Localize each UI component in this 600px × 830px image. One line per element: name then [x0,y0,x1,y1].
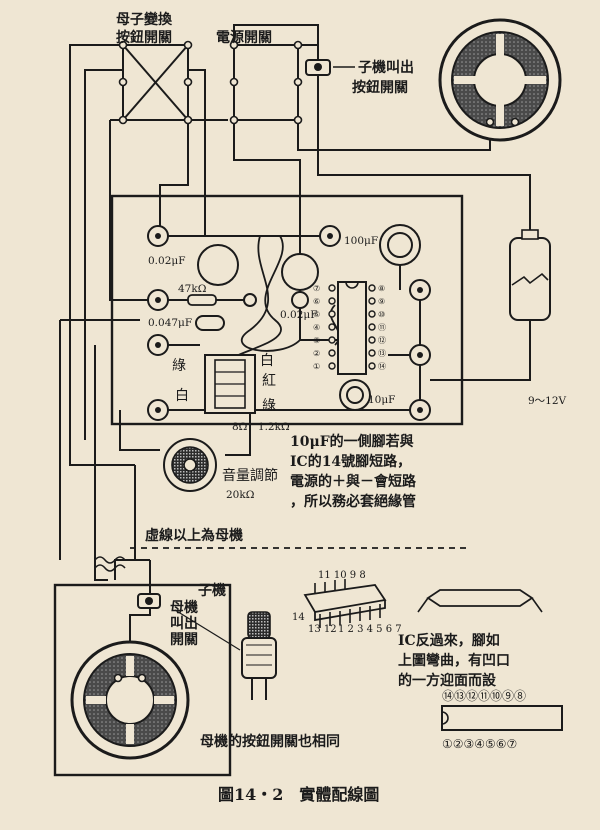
push-button-note: 母機的按鈕開關也相同 [200,733,340,750]
resistor-label-r1: 47kΩ [178,283,207,295]
capacitor-label-c1: 0.02μF [148,255,186,267]
mode-switch-label-2: 按鈕開關 [116,29,172,46]
mother-call-label-1: 母機 [170,599,198,616]
capacitor-label-c5: 10μF [368,394,395,406]
mode-switch [118,40,193,125]
note-line-4: ，所以務必套絕緣管 [290,493,416,510]
battery [509,229,551,321]
child-unit-box [53,583,232,777]
capacitor-label-c2: 0.047μF [148,317,192,329]
svg-text:②: ② [313,349,320,358]
ic-chip: ⑦ ⑥ ⑤ ④ ③ ② ① ⑧ ⑨ ⑩ ⑪ ⑫ ⑬ ⑭ [313,281,386,375]
figure-caption: 圖14・2 實體配線圖 [218,785,379,804]
mode-switch-label-1: 母子變換 [116,11,173,28]
svg-text:⑫: ⑫ [378,336,386,345]
main-board [110,194,464,426]
ic-bottom-pin-numbers-b: 1 2 3 4 5 6 7 [338,624,402,635]
ic-note-line-2: 上圖彎曲，有凹口 [398,652,510,669]
power-switch [229,40,303,125]
mother-call-label-2: 叫出 [170,615,198,632]
wire-label-white-1: 白 [175,388,189,404]
ic-top-view [441,705,563,731]
ic-bent-illustration [417,589,543,613]
ic-note-line-3: 的一方迎面而設 [398,672,497,689]
wire-label-red: 紅 [262,373,276,389]
ic-side-illustration [303,579,387,628]
note-line-2: IC的14號腳短路， [290,453,411,470]
mother-call-label-3: 開關 [170,632,198,648]
ic-note-line-1: IC反過來，腳如 [398,632,500,649]
svg-text:①: ① [313,362,320,371]
ic-pin-14-label: 14 [292,612,305,623]
child-call-button [305,59,355,76]
wire-label-green-2: 綠 [262,398,276,414]
ic-top-view-bottom-row: ①②③④⑤⑥⑦ [442,737,517,751]
transformer-impedance-label: 8Ω：1.2kΩ [232,421,290,433]
child-call-label-1: 子機叫出 [358,59,414,76]
capacitor-label-c4: 0.02μF [280,309,318,321]
volume-value-label: 20kΩ [226,489,255,501]
child-unit-label: 子機 [198,582,226,599]
volume-pot [163,438,217,492]
wire-label-white-2: 白 [260,353,274,369]
svg-text:⑧: ⑧ [378,284,385,293]
board-terminals [147,225,431,421]
ic-top-view-top-row: ⑭⑬⑫⑪⑩⑨⑧ [442,689,526,703]
svg-text:③: ③ [313,336,320,345]
wire-label-green-1: 綠 [172,358,186,374]
ic-top-pin-numbers: 11 10 9 8 [318,570,366,581]
svg-text:⑨: ⑨ [378,297,385,306]
svg-text:⑩: ⑩ [378,310,385,319]
capacitors [195,224,421,411]
power-switch-label: 電源開關 [216,29,272,46]
svg-text:⑦: ⑦ [313,284,320,293]
ic-bottom-pin-numbers-a: 13 12 [308,624,337,635]
svg-text:⑥: ⑥ [313,297,320,306]
top-speaker [438,18,562,142]
svg-text:⑬: ⑬ [378,349,386,358]
capacitor-label-c3: 100μF [344,235,378,247]
resistor-47k [168,294,235,306]
svg-text:⑭: ⑭ [378,362,386,371]
battery-label: 9～12V [528,395,567,407]
child-call-label-2: 按鈕開關 [352,79,408,96]
svg-text:⑪: ⑪ [378,323,386,332]
transformer [204,354,256,414]
svg-text:⑤: ⑤ [313,310,320,319]
dashed-separator-label: 虛線以上為母機 [145,527,243,544]
note-line-3: 電源的＋與－會短路 [290,473,417,490]
note-line-1: 10μF的一側腳若與 [290,433,414,450]
svg-text:④: ④ [313,323,320,332]
volume-label: 音量調節 [222,467,278,484]
push-button-illustration [174,609,277,700]
